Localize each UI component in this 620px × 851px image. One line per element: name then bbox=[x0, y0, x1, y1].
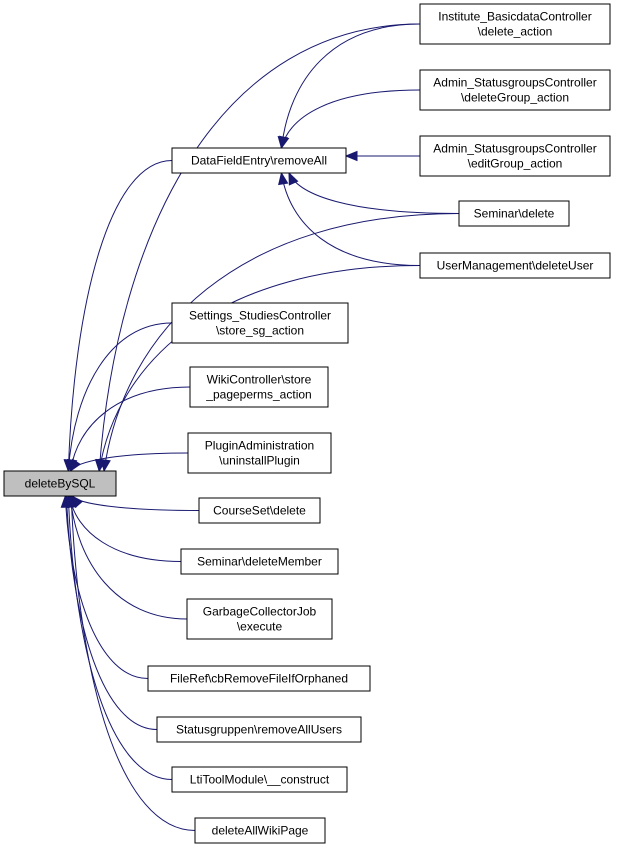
node-box bbox=[187, 432, 332, 474]
node-label-line: UserManagement\deleteUser bbox=[437, 259, 594, 273]
edge-admin-statusgroups-controller-edit-group-action-to-data-field-entry-remove-all bbox=[344, 150, 421, 162]
node-label-line: Seminar\delete bbox=[474, 207, 555, 221]
node-seminar-delete-member[interactable]: Seminar\deleteMember bbox=[180, 548, 339, 575]
node-admin-statusgroups-controller-edit-group-action[interactable]: Admin_StatusgroupsController\editGroup_a… bbox=[419, 135, 611, 177]
node-box bbox=[171, 766, 348, 793]
edge-admin-statusgroups-controller-delete-group-action-to-data-field-entry-remove-all bbox=[279, 89, 421, 150]
edge-course-set-delete-to-delete-by-sql bbox=[70, 495, 200, 511]
node-box bbox=[180, 548, 339, 575]
node-box bbox=[171, 302, 349, 344]
edge-line bbox=[65, 495, 158, 730]
edge-line bbox=[70, 386, 191, 472]
arrowhead bbox=[66, 494, 77, 508]
node-label-line: Settings_StudiesController bbox=[189, 309, 331, 323]
edge-line bbox=[70, 495, 196, 831]
node-settings-studies-controller-store-sg-action[interactable]: Settings_StudiesController\store_sg_acti… bbox=[171, 302, 349, 344]
node-label-line: \delete_action bbox=[478, 25, 553, 39]
node-box bbox=[3, 470, 117, 497]
node-box bbox=[419, 69, 611, 111]
node-box bbox=[419, 135, 611, 177]
node-box bbox=[419, 252, 611, 279]
node-label-line: deleteAllWikiPage bbox=[212, 824, 309, 838]
edge-line bbox=[68, 495, 182, 562]
node-label-line: \store_sg_action bbox=[216, 324, 304, 338]
node-box bbox=[156, 716, 362, 743]
edge-lti-tool-module-construct-to-delete-by-sql bbox=[63, 494, 173, 780]
node-statusgruppen-remove-all-users[interactable]: Statusgruppen\removeAllUsers bbox=[156, 716, 362, 743]
nodes-layer: deleteBySQL DataFieldEntry\removeAll Insti… bbox=[3, 3, 611, 844]
edge-line bbox=[67, 495, 173, 780]
node-label-line: Seminar\deleteMember bbox=[197, 555, 322, 569]
node-label-line: Admin_StatusgroupsController bbox=[433, 142, 596, 156]
node-box bbox=[171, 147, 347, 174]
edge-settings-studies-controller-store-sg-action-to-delete-by-sql bbox=[63, 322, 173, 473]
edge-institute-basicdata-controller-delete-action-to-data-field-entry-remove-all bbox=[277, 23, 421, 150]
node-garbage-collector-job-execute[interactable]: GarbageCollectorJob\execute bbox=[186, 598, 333, 640]
arrowhead bbox=[288, 171, 299, 186]
node-label-line: _pageperms_action bbox=[205, 388, 311, 402]
node-label-line: Statusgruppen\removeAllUsers bbox=[176, 723, 342, 737]
arrowhead bbox=[278, 171, 289, 186]
arrowhead bbox=[344, 150, 358, 162]
node-wiki-controller-store-pageperms-action[interactable]: WikiController\store_pageperms_action bbox=[189, 366, 329, 408]
node-label-line: LtiToolModule\__construct bbox=[190, 773, 330, 787]
node-box bbox=[419, 3, 611, 45]
node-course-set-delete[interactable]: CourseSet\delete bbox=[198, 497, 321, 524]
edge-garbage-collector-job-execute-to-delete-by-sql bbox=[66, 494, 188, 620]
edge-user-management-delete-user-to-data-field-entry-remove-all bbox=[278, 171, 421, 266]
node-label-line: \execute bbox=[237, 620, 283, 634]
edge-line bbox=[69, 452, 189, 472]
node-institute-basicdata-controller-delete-action[interactable]: Institute_BasicdataController\delete_act… bbox=[419, 3, 611, 45]
edge-line bbox=[67, 160, 173, 472]
node-label-line: FileRef\cbRemoveFileIfOrphaned bbox=[170, 672, 348, 686]
node-box bbox=[147, 665, 371, 692]
edge-delete-all-wiki-page-to-delete-by-sql bbox=[66, 494, 196, 831]
node-label-line: PluginAdministration bbox=[205, 439, 314, 453]
edge-line bbox=[280, 89, 421, 149]
node-file-ref-cb-remove-file-if-orphaned[interactable]: FileRef\cbRemoveFileIfOrphaned bbox=[147, 665, 371, 692]
node-plugin-administration-uninstall-plugin[interactable]: PluginAdministration\uninstallPlugin bbox=[187, 432, 332, 474]
edge-line bbox=[288, 172, 460, 214]
edge-line bbox=[280, 172, 421, 266]
node-box bbox=[458, 200, 570, 227]
node-box bbox=[198, 497, 321, 524]
edge-seminar-delete-to-data-field-entry-remove-all bbox=[288, 171, 460, 214]
edge-line bbox=[103, 213, 460, 472]
node-delete-all-wiki-page[interactable]: deleteAllWikiPage bbox=[194, 817, 326, 844]
edge-line bbox=[71, 495, 200, 511]
arrowhead bbox=[279, 135, 290, 150]
edge-line bbox=[67, 322, 173, 472]
node-seminar-delete[interactable]: Seminar\delete bbox=[458, 200, 570, 227]
edges-layer bbox=[60, 23, 460, 831]
node-label-line: deleteBySQL bbox=[25, 477, 96, 491]
node-label-line: DataFieldEntry\removeAll bbox=[191, 154, 327, 168]
edge-line bbox=[69, 495, 188, 620]
node-user-management-delete-user[interactable]: UserManagement\deleteUser bbox=[419, 252, 611, 279]
arrowhead bbox=[69, 458, 81, 473]
edge-line bbox=[280, 23, 421, 149]
node-box bbox=[186, 598, 333, 640]
edge-wiki-controller-store-pageperms-action-to-delete-by-sql bbox=[66, 386, 191, 473]
node-label-line: \deleteGroup_action bbox=[461, 91, 569, 105]
node-label-line: Admin_StatusgroupsController bbox=[433, 76, 596, 90]
node-box bbox=[194, 817, 326, 844]
edge-data-field-entry-remove-all-to-delete-by-sql bbox=[63, 160, 173, 473]
node-label-line: GarbageCollectorJob bbox=[203, 605, 317, 619]
node-label-line: WikiController\store bbox=[207, 373, 312, 387]
arrowhead bbox=[95, 458, 107, 473]
node-label-line: \editGroup_action bbox=[468, 157, 563, 171]
node-label-line: CourseSet\delete bbox=[213, 504, 306, 518]
node-label-line: Institute_BasicdataController bbox=[438, 10, 591, 24]
node-admin-statusgroups-controller-delete-group-action[interactable]: Admin_StatusgroupsController\deleteGroup… bbox=[419, 69, 611, 111]
edge-plugin-administration-uninstall-plugin-to-delete-by-sql bbox=[69, 452, 189, 473]
node-data-field-entry-remove-all[interactable]: DataFieldEntry\removeAll bbox=[171, 147, 347, 174]
node-delete-by-sql[interactable]: deleteBySQL bbox=[3, 470, 117, 497]
node-label-line: \uninstallPlugin bbox=[219, 454, 300, 468]
node-box bbox=[189, 366, 329, 408]
node-lti-tool-module-construct[interactable]: LtiToolModule\__construct bbox=[171, 766, 348, 793]
